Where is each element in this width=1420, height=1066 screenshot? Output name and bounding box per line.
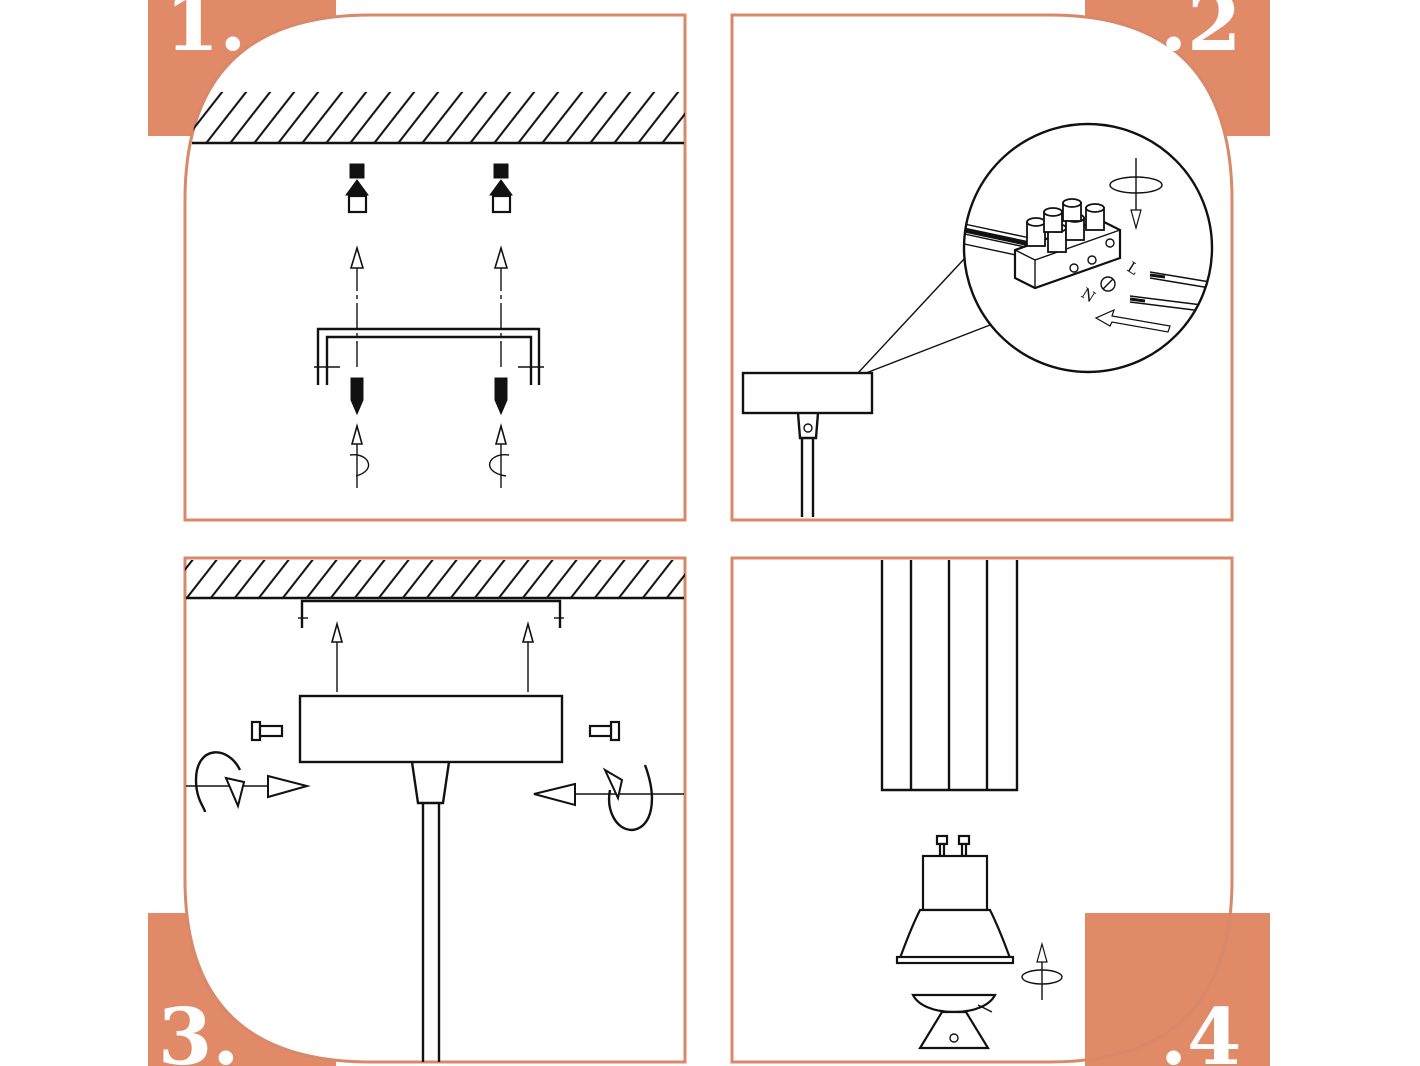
gland-screw-icon xyxy=(803,423,813,433)
ceiling-bracket xyxy=(298,599,564,628)
panel-step-2: .2 xyxy=(730,0,1270,522)
step-2-number: .2 xyxy=(1160,0,1241,69)
step-3-number: 3. xyxy=(158,992,239,1066)
rotate-insert-right xyxy=(533,764,684,832)
up-arrow-left xyxy=(349,245,365,370)
callout-line-2 xyxy=(865,324,991,374)
up-arrow-canopy-right xyxy=(521,621,535,692)
step-4-number: .4 xyxy=(1160,992,1241,1066)
up-arrow-right xyxy=(493,245,509,370)
rotate-bulb-icon xyxy=(1021,941,1063,1000)
lamp-holder xyxy=(911,993,997,1050)
side-screw-left xyxy=(250,720,284,742)
canopy xyxy=(741,371,874,415)
cable-gland-large xyxy=(410,761,451,805)
screw-right xyxy=(494,377,508,416)
lamp-tube xyxy=(880,560,1019,792)
rotate-insert-left xyxy=(186,751,311,813)
gu10-bulb xyxy=(895,834,1015,965)
panel-step-1: 1. xyxy=(148,0,687,522)
panel-step-4: .4 xyxy=(730,556,1270,1066)
wall-anchor-left xyxy=(345,163,369,214)
step-1-number: 1. xyxy=(165,0,246,69)
terminal-block-detail xyxy=(964,158,1211,333)
wall-anchor-right xyxy=(489,163,513,214)
side-screw-right xyxy=(588,720,621,742)
up-arrow-canopy-left xyxy=(330,621,344,692)
rotate-arrow-right xyxy=(488,423,510,488)
canopy-large xyxy=(298,694,564,764)
cable-gland xyxy=(796,412,820,440)
ceiling-hatching-1 xyxy=(185,92,685,142)
screw-left xyxy=(350,377,364,416)
step-4-badge xyxy=(1085,913,1270,1066)
panel-step-3: 3. xyxy=(148,556,687,1066)
callout-line-1 xyxy=(857,257,966,374)
ceiling-hatching-3 xyxy=(185,560,685,598)
mounting-bracket xyxy=(314,327,544,385)
rotate-arrow-left xyxy=(349,423,370,488)
